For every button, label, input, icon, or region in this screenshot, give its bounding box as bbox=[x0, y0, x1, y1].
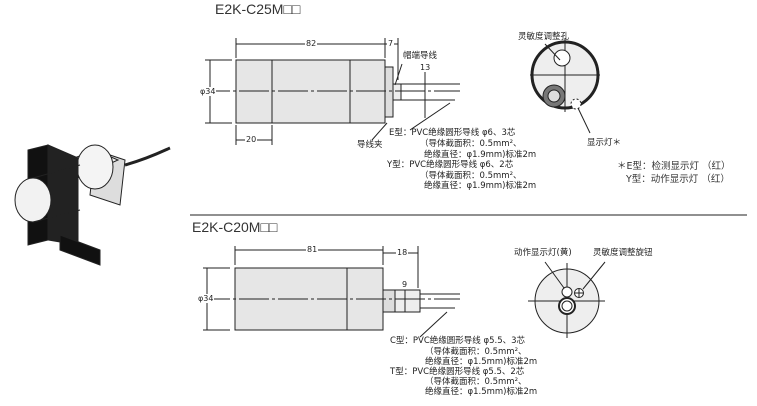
product-photo bbox=[14, 144, 171, 266]
label-indicator: 显示灯＊ bbox=[587, 138, 622, 148]
bottom-end-view bbox=[528, 261, 606, 338]
top-end-view bbox=[530, 38, 600, 134]
bottom-side-view bbox=[200, 246, 460, 338]
spec-line: （导体截面积：0.5mm²、 bbox=[420, 171, 522, 181]
legend-line: Y型：动作显示灯 （红） bbox=[626, 174, 730, 185]
top-model-title: E2K-C25M□□ bbox=[215, 1, 301, 17]
dim-cap: 7 bbox=[387, 39, 395, 48]
spec-line: 绝缘直径：φ1.5mm)标准2m bbox=[425, 387, 538, 397]
dim-tail: 18 bbox=[396, 248, 409, 257]
dim-section: 20 bbox=[245, 135, 258, 144]
spec-line: 绝缘直径：φ1.9mm)标准2m bbox=[424, 181, 537, 191]
bottom-model-title: E2K-C20M□□ bbox=[192, 219, 278, 235]
legend-line: ＊E型：检测显示灯 （红） bbox=[617, 161, 731, 172]
label-operation-indicator: 动作显示灯(黄) bbox=[514, 248, 572, 258]
dim-gland: 9 bbox=[401, 280, 409, 289]
spec-line: （导体截面积：0.5mm²、 bbox=[425, 347, 527, 357]
spec-line: （导体截面积：0.5mm²、 bbox=[425, 377, 527, 387]
label-cable-clamp: 导线夹 bbox=[357, 140, 383, 150]
dim-diameter: φ34 bbox=[199, 87, 217, 96]
spec-line: 绝缘直径：φ1.5mm)标准2m bbox=[425, 357, 538, 367]
label-sensitivity-hole: 灵敏度调整孔 bbox=[518, 32, 570, 42]
dim-length: 82 bbox=[305, 39, 318, 48]
top-side-view bbox=[200, 38, 460, 145]
spec-line: 绝缘直径：φ1.9mm)标准2m bbox=[424, 150, 537, 160]
label-cap-lead: 帽端导线 bbox=[403, 51, 438, 61]
spec-line: （导体截面积：0.5mm²、 bbox=[420, 139, 522, 149]
spec-line: T型：PVC绝缘圆形导线 φ5.5、2芯 bbox=[390, 367, 525, 377]
dim-cable-height: 13 bbox=[419, 63, 432, 72]
label-sensitivity-knob: 灵敏度调整旋钮 bbox=[593, 248, 653, 258]
spec-line: C型：PVC绝缘圆形导线 φ5.5、3芯 bbox=[390, 336, 526, 346]
dim-length: 81 bbox=[306, 245, 319, 254]
spec-line: E型：PVC绝缘圆形导线 φ6、3芯 bbox=[389, 128, 516, 138]
spec-line: Y型：PVC绝缘圆形导线 φ6、2芯 bbox=[387, 160, 514, 170]
dim-diameter: φ34 bbox=[197, 294, 215, 303]
